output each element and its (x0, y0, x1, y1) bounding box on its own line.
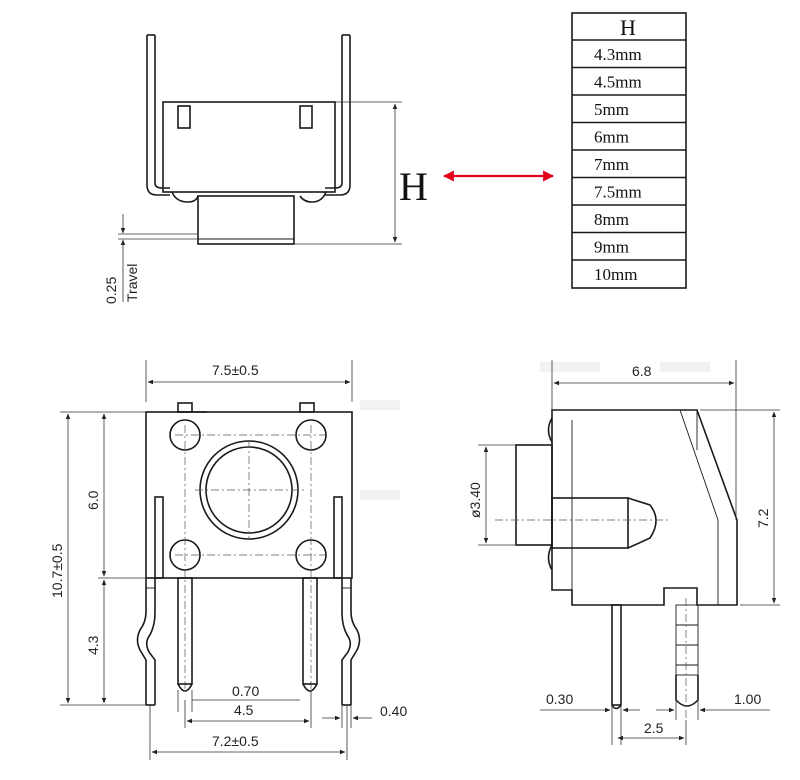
dim-total-height: 10.7±0.5 (49, 543, 65, 598)
table-row: 7mm (594, 155, 629, 174)
height-table: H 4.3mm 4.5mm 5mm 6mm 7mm 7.5mm 8mm 9mm 10mm (571, 12, 687, 289)
h-label: H (399, 164, 428, 209)
table-row: 9mm (594, 238, 629, 257)
dim-lead-pitch: 1.00 (734, 691, 761, 707)
table-row: 6mm (594, 128, 629, 147)
table-row: 10mm (594, 265, 637, 284)
side-view: 6.8 7.2 ø3.40 0.30 2.5 1.00 (467, 360, 780, 745)
dim-lead-span: 7.2±0.5 (212, 733, 259, 749)
travel-label: Travel (124, 264, 140, 302)
table-row: 8mm (594, 210, 629, 229)
dim-pin-pitch: 4.5 (234, 702, 254, 718)
travel-value: 0.25 (103, 277, 119, 304)
front-view: 7.5±0.5 10.7±0.5 6.0 4.3 0.70 4.5 0.40 (49, 360, 407, 760)
table-row: 7.5mm (594, 183, 642, 202)
dim-button-dia: ø3.40 (467, 482, 483, 518)
dim-height: 7.2 (755, 508, 771, 528)
table-header: H (620, 15, 636, 40)
dim-width: 7.5±0.5 (212, 362, 259, 378)
dim-depth: 6.8 (632, 363, 652, 379)
table-row: 4.3mm (594, 45, 642, 64)
table-row: 5mm (594, 100, 629, 119)
table-row: 4.5mm (594, 73, 642, 92)
top-view: H 0.25 Travel (103, 34, 555, 304)
dim-pin-thickness: 0.40 (380, 703, 407, 719)
dim-pin-offset: 0.30 (546, 691, 573, 707)
dim-pin-height: 4.3 (85, 635, 101, 655)
dim-pin-spacing: 2.5 (644, 720, 664, 736)
dim-body-height: 6.0 (85, 490, 101, 510)
dim-pin-width: 0.70 (232, 683, 259, 699)
